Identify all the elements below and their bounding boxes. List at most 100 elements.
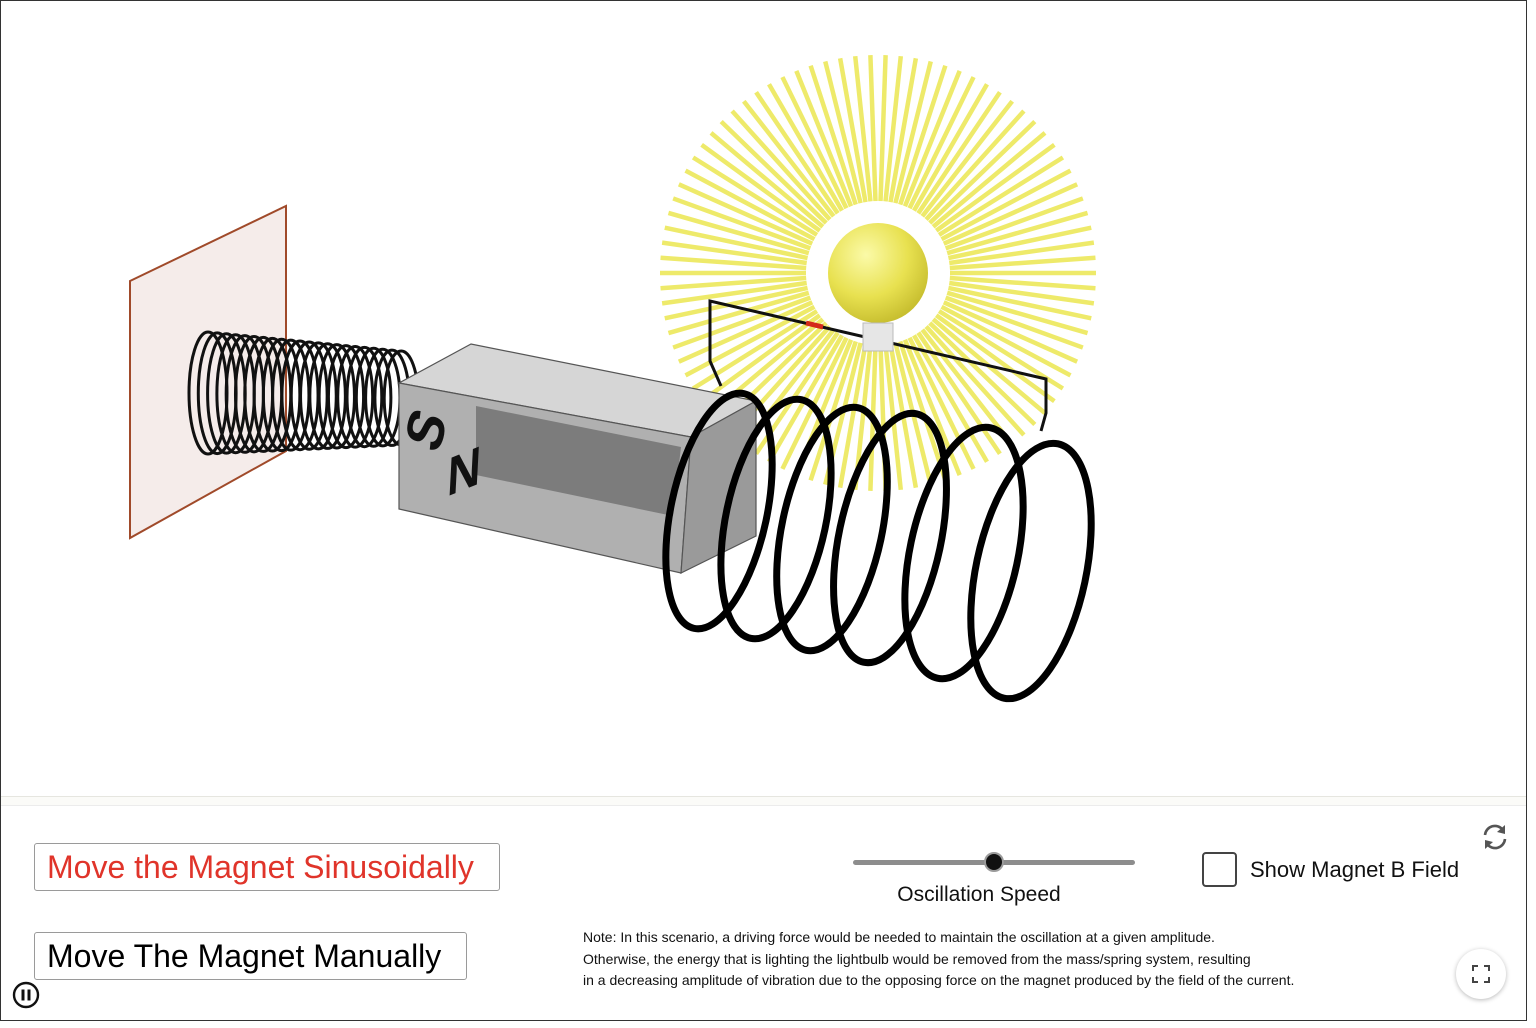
show-b-field-checkbox[interactable]: [1202, 852, 1237, 887]
light-ray: [898, 64, 948, 206]
oscillation-speed-slider[interactable]: [853, 851, 1135, 875]
light-ray: [808, 64, 858, 206]
magnet-north-label: N: [446, 434, 483, 509]
show-b-field-label[interactable]: Show Magnet B Field: [1250, 857, 1460, 882]
spring-loop: [308, 342, 347, 450]
oscillation-speed-label: Oscillation Speed: [897, 883, 1061, 906]
light-ray: [931, 131, 1047, 229]
light-ray: [742, 99, 836, 218]
light-ray: [852, 55, 873, 202]
light-ray: [794, 70, 854, 208]
coil-loop: [901, 423, 1027, 683]
light-ray: [837, 343, 868, 489]
slider-knob[interactable]: [984, 852, 1004, 872]
light-ray: [912, 334, 989, 463]
light-ray: [709, 131, 825, 229]
light-ray: [672, 295, 812, 350]
light-ray: [664, 285, 809, 321]
light-ray: [661, 280, 808, 306]
light-ray: [944, 196, 1084, 251]
light-ray: [691, 309, 819, 391]
note-line: in a decreasing amplitude of vibration d…: [583, 972, 1295, 988]
spring: [187, 330, 420, 456]
light-ray: [754, 91, 840, 215]
light-ray: [947, 225, 1092, 261]
spring-loop: [336, 344, 375, 449]
light-ray: [944, 295, 1084, 350]
light-ray: [942, 300, 1079, 364]
light-ray: [878, 55, 888, 202]
light-ray: [907, 336, 976, 470]
light-ray: [677, 300, 814, 364]
light-ray: [667, 290, 810, 336]
light-ray: [823, 60, 863, 204]
wire-connector: [805, 320, 824, 330]
light-ray: [691, 155, 819, 237]
move-manually-button[interactable]: Move The Magnet Manually: [34, 932, 467, 980]
coil-loop: [830, 409, 950, 667]
light-ray: [907, 76, 976, 210]
light-ray: [719, 119, 828, 225]
coil-loop: [773, 403, 891, 655]
light-ray: [767, 83, 844, 212]
coil-loop: [717, 395, 835, 643]
fullscreen-icon: [1472, 965, 1490, 983]
light-ray: [808, 340, 858, 482]
light-ray: [667, 210, 810, 256]
light-ray: [949, 255, 1096, 271]
light-ray: [660, 275, 807, 291]
light-ray: [946, 290, 1089, 336]
coil-loop: [662, 389, 776, 633]
light-ray: [920, 328, 1014, 447]
light-ray: [946, 210, 1089, 256]
light-ray: [661, 240, 808, 266]
note-text: Note: In this scenario, a driving force …: [583, 927, 1294, 992]
light-ray: [948, 280, 1095, 306]
light-ray: [934, 143, 1056, 233]
light-ray: [937, 309, 1065, 391]
light-ray: [902, 70, 962, 208]
coil-loop: [967, 439, 1095, 703]
light-ray: [888, 57, 919, 203]
light-ray: [672, 196, 812, 251]
lightbulb: [822, 217, 934, 352]
simulation-canvas[interactable]: S N: [1, 1, 1527, 796]
spring-loop: [317, 343, 356, 450]
light-ray: [948, 240, 1095, 266]
spring-loop: [345, 345, 384, 449]
light-ray: [924, 325, 1026, 437]
light-ray: [664, 225, 809, 261]
fullscreen-button[interactable]: [1456, 949, 1506, 999]
refresh-icon[interactable]: [1479, 821, 1511, 853]
light-ray: [912, 83, 989, 212]
light-ray: [684, 168, 816, 242]
spring-loop: [326, 344, 366, 450]
light-ray: [660, 255, 807, 271]
light-ray: [947, 285, 1092, 321]
note-line: Note: In this scenario, a driving force …: [583, 929, 1215, 945]
light-ray: [942, 182, 1079, 246]
light-ray: [780, 76, 849, 210]
light-ray: [928, 321, 1037, 427]
pause-icon[interactable]: [12, 981, 40, 1009]
induction-coil: [662, 389, 1095, 703]
spring-loop: [354, 346, 393, 448]
light-ray: [883, 55, 904, 202]
light-ray: [916, 91, 1002, 215]
light-ray: [934, 313, 1056, 403]
light-ray: [730, 109, 832, 221]
light-ray: [868, 55, 878, 202]
move-sinusoidally-button[interactable]: Move the Magnet Sinusoidally: [34, 843, 500, 891]
light-ray: [684, 304, 816, 378]
light-ray: [677, 182, 814, 246]
note-line: Otherwise, the energy that is lighting t…: [583, 950, 1251, 967]
light-ray: [920, 99, 1014, 218]
light-ray: [898, 340, 948, 482]
panel-divider: [1, 796, 1526, 806]
light-ray: [949, 275, 1096, 291]
light-ray: [937, 155, 1065, 237]
light-ray: [700, 143, 822, 233]
light-ray: [940, 168, 1072, 242]
light-ray: [940, 304, 1072, 378]
